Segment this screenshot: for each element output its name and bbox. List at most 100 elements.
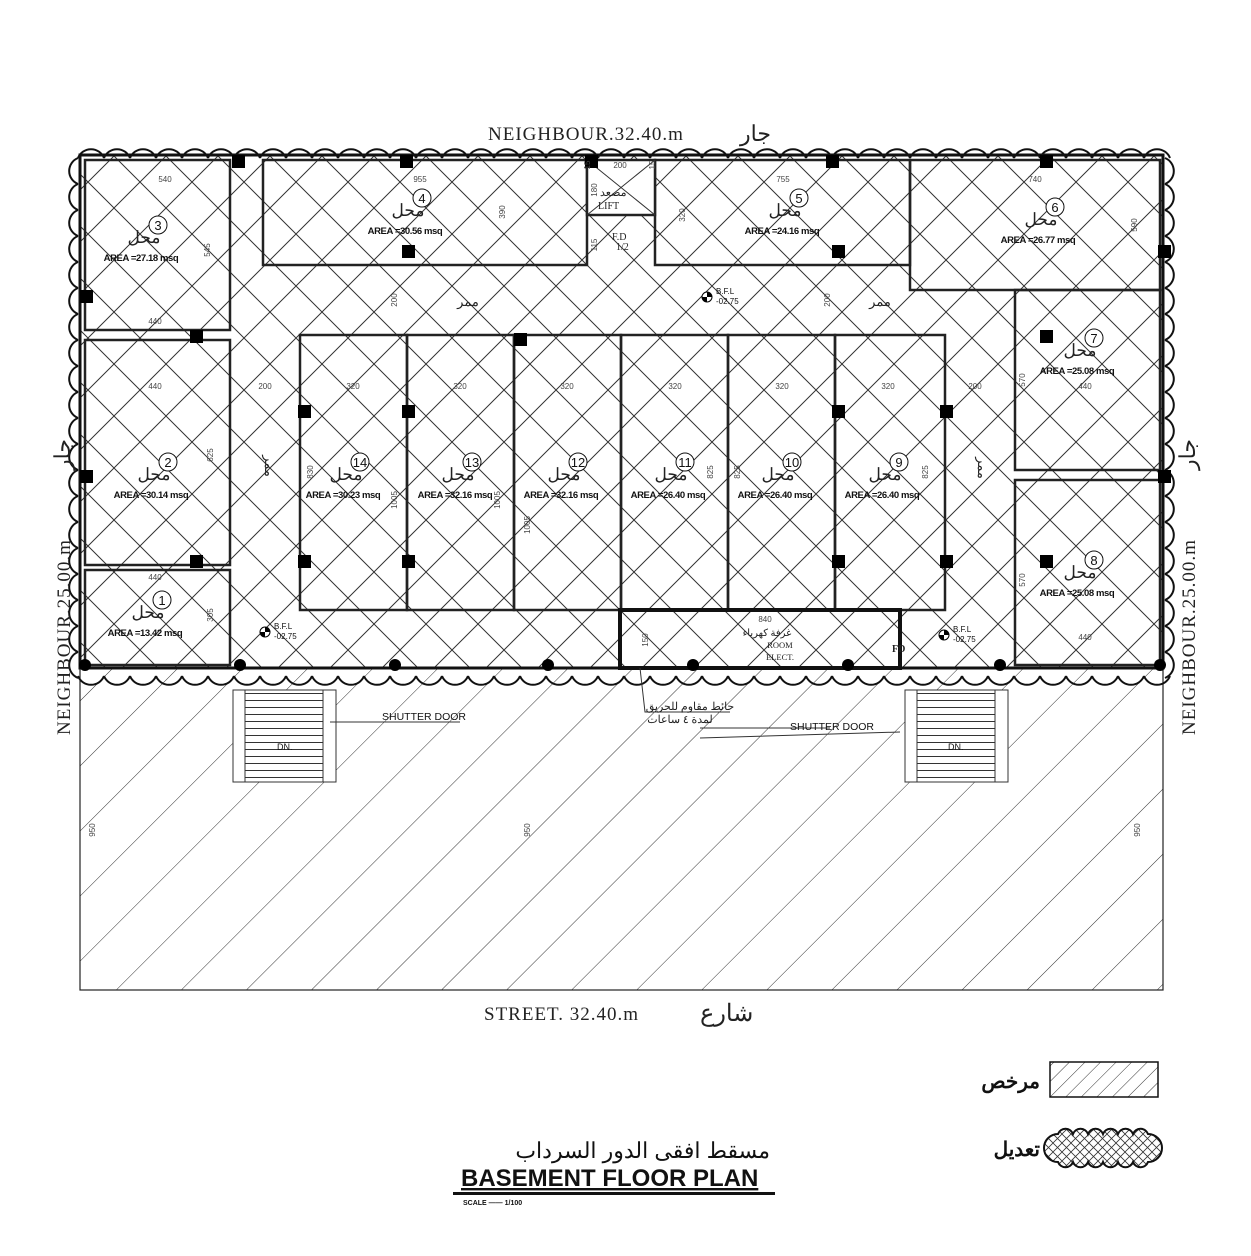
room-number-circle — [152, 590, 172, 610]
structural-column — [232, 155, 245, 168]
right-neighbour-label: NEIGHBOUR.25.00.m — [1179, 539, 1200, 735]
structural-column — [402, 405, 415, 418]
dimension-label: 320 — [453, 382, 467, 391]
dimension-label: 440 — [148, 573, 162, 582]
room-type-label: محل — [132, 603, 165, 622]
dimension-label: 305 — [206, 608, 215, 622]
structural-column — [1158, 470, 1171, 483]
legend-modified-swatch — [1043, 1127, 1163, 1169]
structural-column — [1040, 555, 1053, 568]
dimension-label: 825 — [921, 465, 930, 479]
dimension-label: 740 — [1028, 175, 1042, 184]
room-type-label: محل — [442, 465, 475, 484]
structural-column — [940, 405, 953, 418]
level-marker-fill — [260, 627, 270, 637]
floor-level-label: B.F.L — [274, 622, 293, 631]
street-label: STREET. 32.40.m — [484, 1004, 639, 1025]
fire-door-label: F.D — [612, 232, 626, 243]
structural-column — [402, 245, 415, 258]
elect-room-label: ROOM — [767, 640, 793, 650]
room-number-circle — [412, 188, 432, 208]
structural-column — [80, 290, 93, 303]
dimension-label: 180 — [590, 183, 599, 197]
structural-column — [402, 555, 415, 568]
room-number: 3 — [154, 218, 161, 233]
stair-down-label: DN. — [277, 742, 293, 752]
dimension-label: 200 — [390, 293, 399, 307]
structural-column — [400, 155, 413, 168]
room-number: 6 — [1051, 200, 1058, 215]
title-english: BASEMENT FLOOR PLAN — [461, 1165, 758, 1192]
floor-level-value: -02.75 — [274, 632, 297, 641]
structural-column — [1040, 155, 1053, 168]
floor-level-label: B.F.L — [716, 287, 735, 296]
dimension-label: 1005 — [390, 491, 399, 509]
column — [542, 659, 554, 671]
top-neighbour-label: NEIGHBOUR.32.40.m — [488, 124, 684, 145]
dimension-label: 540 — [158, 175, 172, 184]
room-type-label: محل — [1064, 563, 1097, 582]
structural-column — [940, 555, 953, 568]
dimension-label: 950 — [523, 823, 532, 837]
dimension-label: 955 — [413, 175, 427, 184]
room-number-circle — [158, 452, 178, 472]
dimension-label: 755 — [776, 175, 790, 184]
room-number-circle — [148, 215, 168, 235]
dimension-label: 200 — [968, 382, 982, 391]
dimension-label: 320 — [346, 382, 360, 391]
room-number: 7 — [1090, 331, 1097, 346]
corridor-label: ممر — [868, 294, 891, 310]
column — [234, 659, 246, 671]
structural-column — [190, 555, 203, 568]
structural-column — [298, 555, 311, 568]
room-number-circle — [350, 452, 370, 472]
room-area: AREA =26.40 msq — [631, 490, 706, 501]
electrical-room — [618, 608, 902, 670]
dimension-label: 320 — [668, 382, 682, 391]
structural-column — [826, 155, 839, 168]
room-area: AREA =25.08 msq — [1040, 366, 1115, 377]
shutter-door-line — [330, 721, 901, 739]
room-number: 2 — [164, 455, 171, 470]
lift-arabic: مصعد — [600, 187, 627, 199]
shutter-door-label: SHUTTER DOOR — [382, 711, 466, 723]
column — [842, 659, 854, 671]
room-type-label: محل — [869, 465, 902, 484]
floor-level-value: -02.75 — [953, 635, 976, 644]
dimension-label: 545 — [203, 243, 212, 257]
room-type-label: محل — [1064, 341, 1097, 360]
dimension-label: 825 — [706, 465, 715, 479]
dimension-label: 570 — [1018, 573, 1027, 587]
stair-treads — [244, 689, 324, 783]
fire-wall-leader — [639, 667, 730, 713]
structural-column — [832, 245, 845, 258]
room-number: 10 — [785, 455, 799, 470]
room-number-circle — [789, 188, 809, 208]
legend-modified-label: تعديل — [994, 1139, 1041, 1161]
dimension-label: 200 — [823, 293, 832, 307]
title-underline — [453, 1192, 775, 1195]
room-type-label: محل — [769, 201, 802, 220]
room-type-label: محل — [1025, 210, 1058, 229]
room-number: 12 — [571, 455, 585, 470]
structural-column — [190, 330, 203, 343]
room-type-label: محل — [138, 465, 171, 484]
room-area: AREA =27.18 msq — [104, 253, 179, 264]
dimension-label: 1005 — [523, 516, 532, 534]
lift-label: LIFT — [598, 201, 619, 212]
dimension-label: 15 — [648, 160, 657, 169]
room-area: AREA =32.16 msq — [524, 490, 599, 501]
dimension-label: 320 — [881, 382, 895, 391]
room-number: 11 — [678, 455, 692, 470]
room-number-circle — [1045, 197, 1065, 217]
structural-column — [1158, 245, 1171, 258]
structural-column — [80, 470, 93, 483]
dimension-label: 625 — [206, 448, 215, 462]
room-type-label: محل — [128, 228, 161, 247]
column — [994, 659, 1006, 671]
left-neighbour-arabic: جار — [50, 439, 76, 471]
dimension-label: 840 — [758, 615, 772, 624]
level-marker-fill — [939, 630, 949, 640]
dimension-label: 950 — [1133, 823, 1142, 837]
room-number: 5 — [795, 191, 802, 206]
